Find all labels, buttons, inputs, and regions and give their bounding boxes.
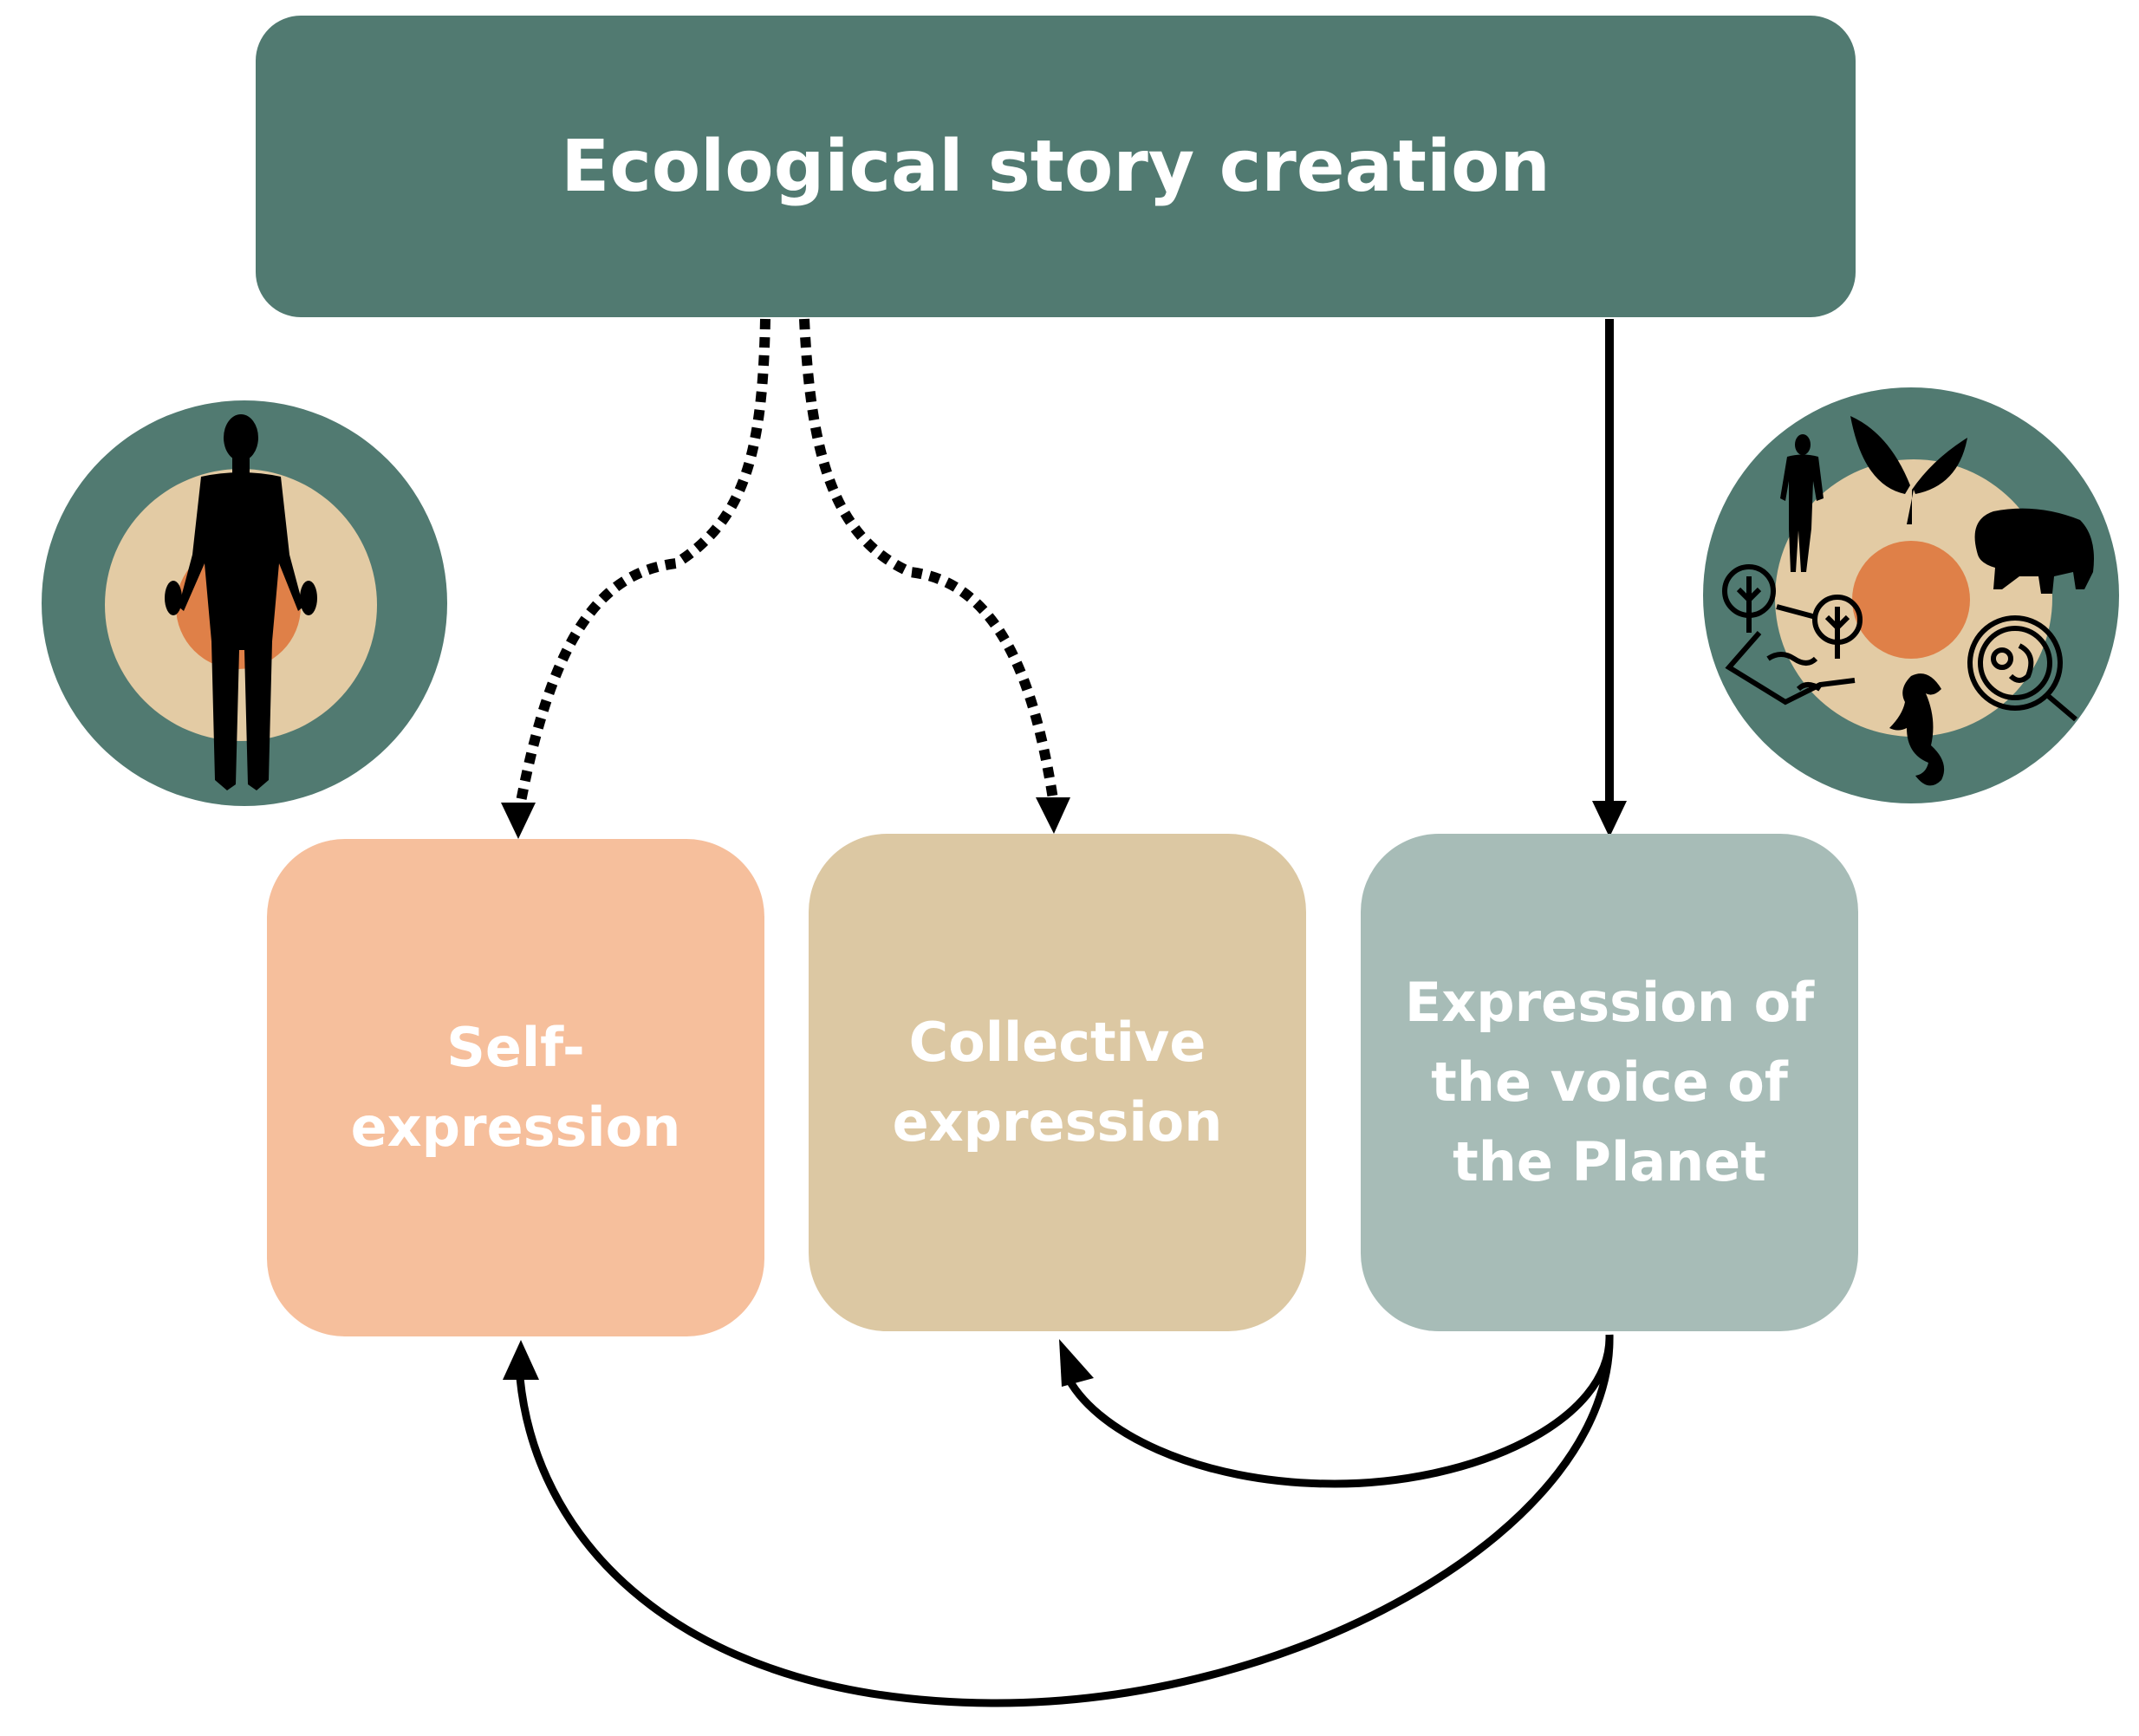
title-box: Ecological story creation: [256, 16, 1856, 317]
self-expression-line-1: Self-: [446, 1016, 585, 1079]
dotted-arrow-to-self: [515, 318, 770, 808]
planet-voice-line-1: Expression of: [1404, 971, 1815, 1034]
planet-voice-box: Expression of the voice of the Planet: [1361, 834, 1858, 1331]
curved-arrow-planet-to-collective: [1062, 1334, 1614, 1488]
collective-expression-box: Collective expression: [809, 834, 1306, 1331]
collective-expression-line-2: expression: [892, 1090, 1223, 1154]
self-expression-line-2: expression: [350, 1096, 681, 1159]
diagram-title: Ecological story creation: [561, 125, 1551, 208]
planet-voice-line-2: the voice of: [1431, 1050, 1788, 1114]
dotted-arrow-to-collective: [799, 318, 1058, 800]
arrowhead-self: [501, 803, 536, 839]
arrowhead-self-return: [503, 1340, 539, 1380]
arrowhead-planet: [1592, 801, 1627, 837]
collective-expression-line-1: Collective: [908, 1011, 1206, 1074]
arrowhead-collective: [1036, 797, 1070, 834]
arrowhead-collective-return: [1059, 1339, 1094, 1387]
curved-arrow-planet-to-self: [516, 1334, 1614, 1707]
self-expression-box: Self- expression: [267, 839, 764, 1336]
planet-voice-line-3: the Planet: [1453, 1130, 1766, 1193]
